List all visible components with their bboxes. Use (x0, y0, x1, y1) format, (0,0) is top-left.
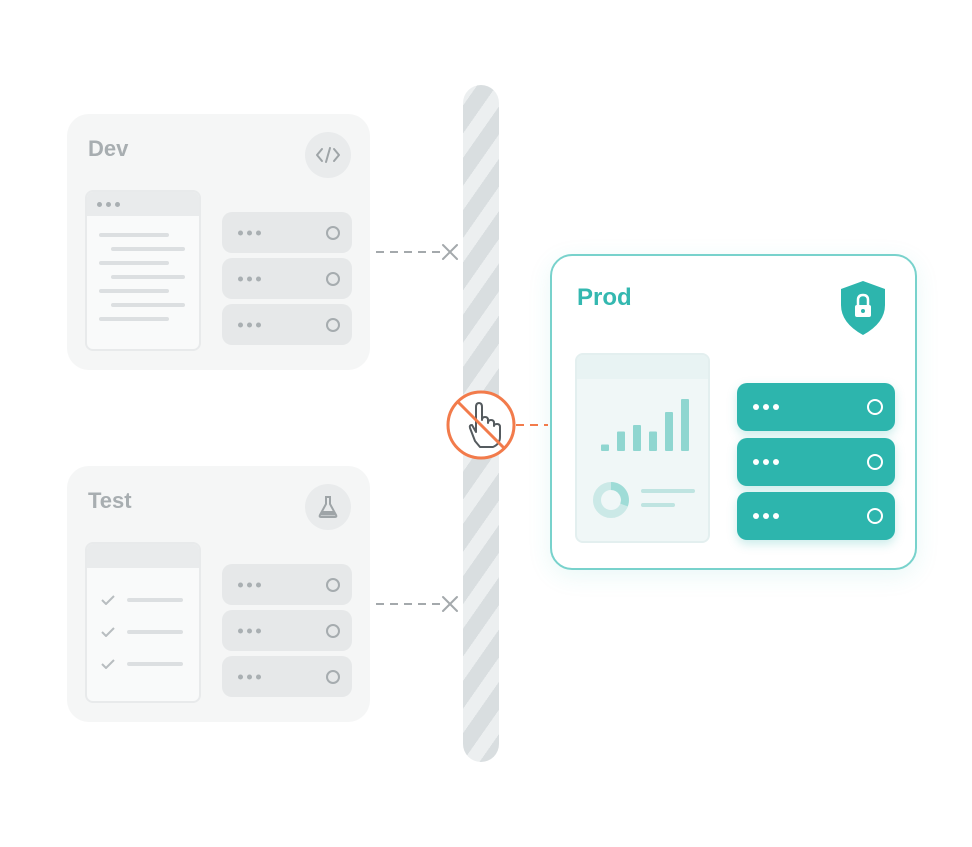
code-line (111, 303, 185, 307)
blocked-x-icon (442, 596, 458, 612)
code-icon (305, 132, 351, 178)
code-line (111, 247, 185, 251)
test-checklist-window (85, 542, 201, 703)
server-dots-icon (238, 674, 261, 679)
mini-chart-bar (617, 431, 625, 451)
code-line (99, 317, 169, 321)
server-status-icon (326, 225, 340, 240)
code-line (99, 233, 169, 237)
test-environment-card: Test (67, 466, 370, 722)
prod-server (737, 492, 895, 540)
prod-title: Prod (577, 284, 632, 311)
prod-mini-bar-chart (601, 399, 689, 451)
blocked-x-icon (442, 244, 458, 260)
legend-line (641, 503, 675, 507)
checklist-line (127, 662, 183, 666)
code-line (111, 275, 185, 279)
dev-server (222, 212, 352, 253)
server-status-icon (867, 454, 883, 470)
check-icon (101, 659, 115, 669)
server-dots-icon (238, 628, 261, 633)
test-window-header (87, 544, 199, 568)
mini-chart-bar (633, 425, 641, 451)
flask-icon (305, 484, 351, 530)
mini-chart-bar (649, 431, 657, 451)
window-dots-icon (97, 202, 120, 207)
server-status-icon (326, 623, 340, 638)
test-server (222, 610, 352, 651)
server-status-icon (326, 669, 340, 684)
test-server (222, 656, 352, 697)
test-title: Test (88, 488, 132, 513)
server-dots-icon (238, 276, 261, 281)
prod-server (737, 383, 895, 431)
test-server (222, 564, 352, 605)
mini-chart-bar (601, 444, 609, 451)
server-dots-icon (238, 582, 261, 587)
check-icon (101, 627, 115, 637)
dev-title: Dev (88, 136, 129, 161)
server-status-icon (867, 399, 883, 415)
dev-environment-card: Dev (67, 114, 370, 370)
server-status-icon (867, 508, 883, 524)
server-dots-icon (238, 230, 261, 235)
mini-chart-bar (665, 412, 673, 451)
prod-server (737, 438, 895, 486)
server-status-icon (326, 577, 340, 592)
server-dots-icon (753, 513, 779, 519)
code-line (99, 289, 169, 293)
mini-chart-bar (681, 399, 689, 451)
checklist-line (127, 598, 183, 602)
dev-server (222, 258, 352, 299)
check-icon (101, 595, 115, 605)
prod-dashboard-window (575, 353, 710, 543)
dev-window-header (87, 192, 199, 216)
prod-environment-card: Prod (550, 254, 917, 570)
code-line (99, 261, 169, 265)
isolation-barrier (463, 85, 499, 762)
server-dots-icon (238, 322, 261, 327)
donut-chart-icon (593, 482, 629, 518)
legend-line (641, 489, 695, 493)
dev-code-window (85, 190, 201, 351)
prod-window-header (577, 355, 708, 379)
dev-server (222, 304, 352, 345)
server-status-icon (326, 271, 340, 286)
server-dots-icon (753, 459, 779, 465)
checklist-line (127, 630, 183, 634)
shield-lock-icon (841, 281, 885, 335)
server-status-icon (326, 317, 340, 332)
server-dots-icon (753, 404, 779, 410)
